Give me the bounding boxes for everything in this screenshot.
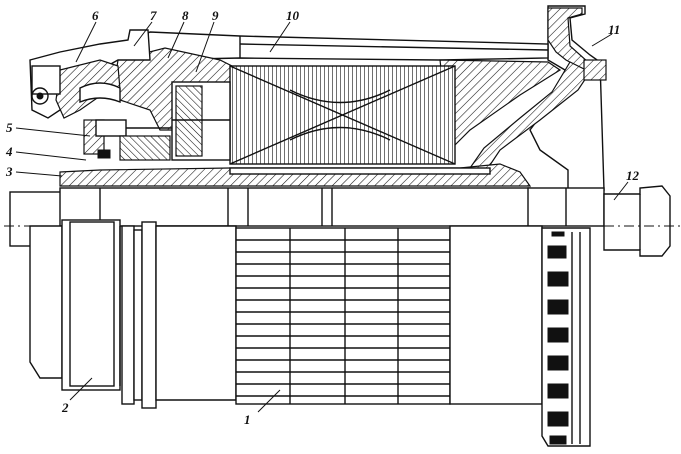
callout-labels: 1 2 3 4 5 6 7 8 9 10 11 12 <box>5 8 640 427</box>
callout-11: 11 <box>608 22 620 37</box>
collector-flange <box>121 225 135 405</box>
fan-blades <box>547 231 581 445</box>
callout-6: 6 <box>92 8 99 23</box>
upper-section-view <box>29 5 607 191</box>
callout-5: 5 <box>6 120 13 135</box>
callout-7: 7 <box>150 8 157 23</box>
callout-12: 12 <box>626 168 640 183</box>
callout-9: 9 <box>212 8 219 23</box>
callout-8: 8 <box>182 8 189 23</box>
brush <box>95 119 127 137</box>
callout-4: 4 <box>5 144 13 159</box>
collector-rim <box>141 221 157 409</box>
shaft-right-end <box>603 185 671 257</box>
rotor-core-exterior <box>235 227 451 405</box>
callout-1: 1 <box>244 412 251 427</box>
lower-exterior-view <box>29 219 591 447</box>
pulley-outer <box>29 225 63 379</box>
rotor-right-end <box>449 225 543 405</box>
callout-2: 2 <box>61 400 69 415</box>
callout-3: 3 <box>5 164 13 179</box>
right-bearing-housing <box>583 59 607 81</box>
rotor-laminations <box>236 228 450 404</box>
callout-10: 10 <box>286 8 300 23</box>
leader-lines <box>15 21 629 413</box>
rotor-end-ring <box>155 225 237 401</box>
bearing <box>119 135 171 161</box>
pulley-groove <box>79 82 121 104</box>
shaft-body <box>59 187 531 227</box>
shaft <box>4 185 680 257</box>
